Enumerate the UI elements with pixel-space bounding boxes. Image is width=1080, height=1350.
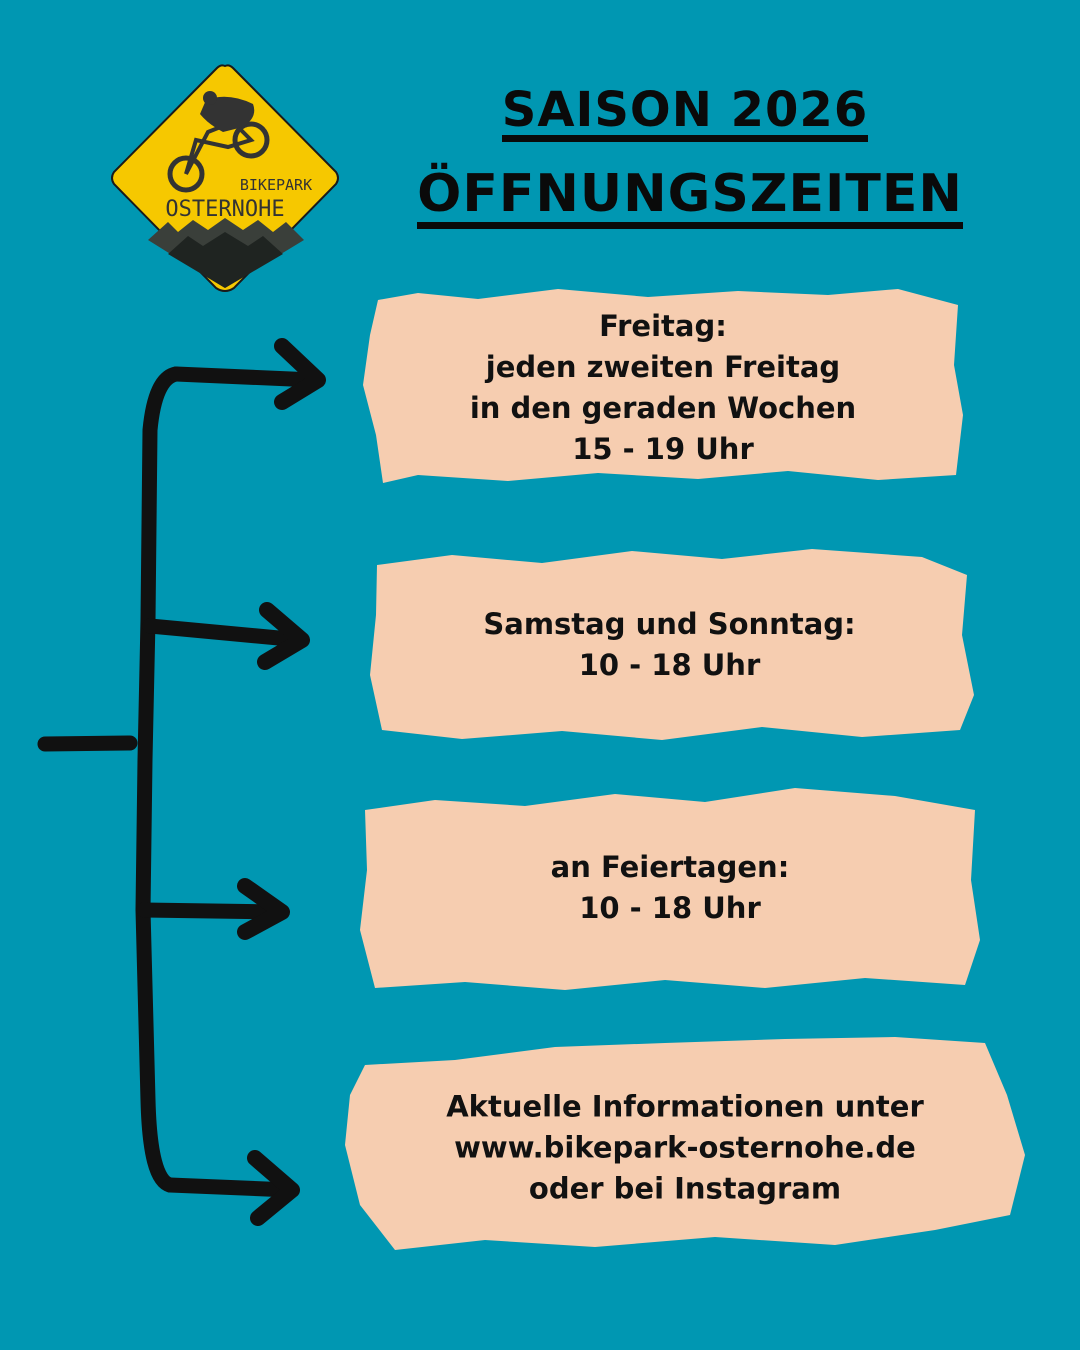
- svg-text:OSTERNOHE: OSTERNOHE: [165, 197, 284, 222]
- card-line: jeden zweiten Freitag: [485, 349, 841, 384]
- card-friday: Freitag: jeden zweiten Freitag in den ge…: [358, 285, 968, 490]
- card-line: oder bei Instagram: [528, 1171, 842, 1205]
- card-line: an Feiertagen:: [550, 849, 790, 884]
- card-line: Aktuelle Informationen unter: [446, 1089, 924, 1123]
- card-line: Freitag:: [599, 308, 727, 343]
- card-line: 10 - 18 Uhr: [579, 890, 761, 925]
- card-holidays: an Feiertagen: 10 - 18 Uhr: [355, 780, 985, 995]
- card-line: in den geraden Wochen: [469, 390, 857, 425]
- card-info: Aktuelle Informationen unter www.bikepar…: [335, 1035, 1035, 1260]
- website-link[interactable]: www.bikepark-osternohe.de: [454, 1130, 916, 1164]
- season-title: SAISON 2026: [0, 82, 1080, 143]
- card-line: 10 - 18 Uhr: [578, 648, 761, 682]
- card-weekend: Samstag und Sonntag: 10 - 18 Uhr: [362, 545, 977, 745]
- opening-hours-title: ÖFFNUNGSZEITEN: [0, 164, 1080, 229]
- card-line: 15 - 19 Uhr: [572, 431, 754, 466]
- card-line: Samstag und Sonntag:: [483, 607, 856, 641]
- svg-text:BIKEPARK: BIKEPARK: [240, 176, 312, 194]
- mountain-biker-icon: [167, 91, 270, 193]
- bikepark-logo: BIKEPARK OSTERNOHE: [108, 62, 342, 294]
